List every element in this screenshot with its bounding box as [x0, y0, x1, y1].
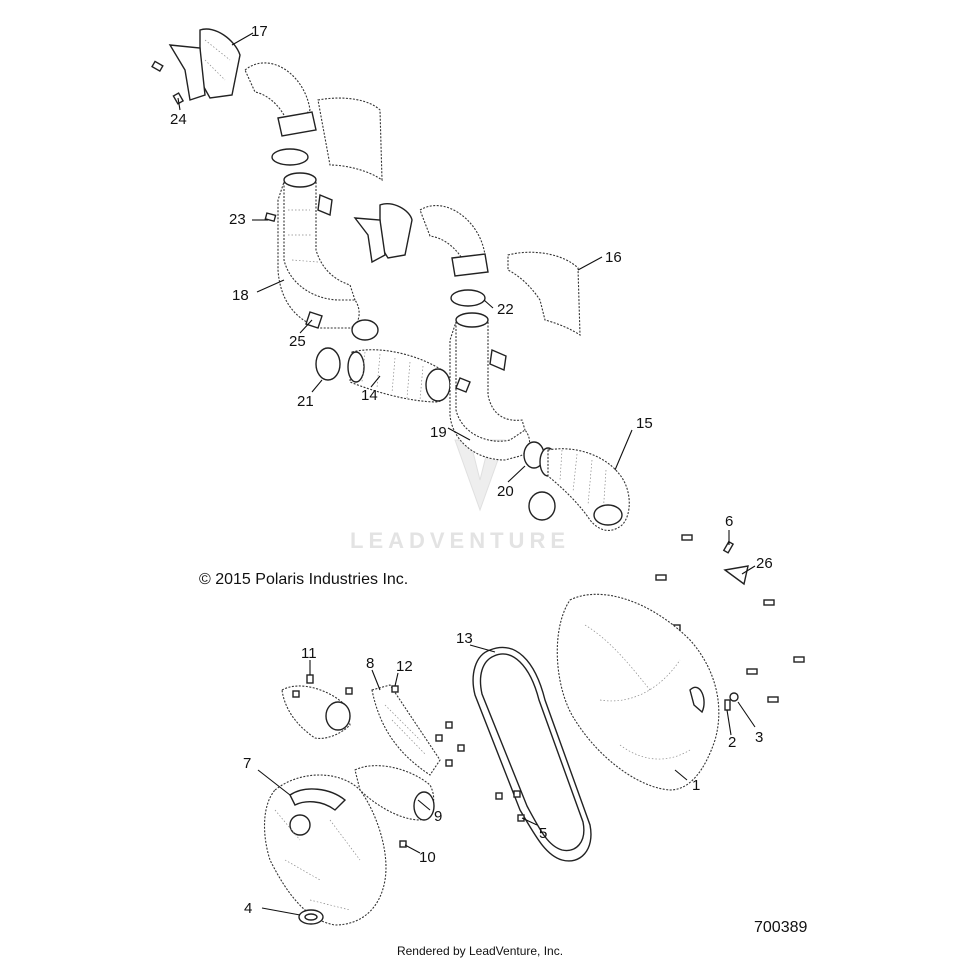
- part-2-pin: [724, 699, 731, 711]
- part-16-heat-shield: [507, 251, 581, 337]
- callout-7: 7: [243, 755, 251, 772]
- callout-1: 1: [692, 777, 700, 794]
- callout-22: 22: [497, 301, 514, 318]
- callout-11: 11: [301, 645, 317, 662]
- callout-10: 10: [419, 849, 436, 866]
- part-8-deflector: [371, 684, 441, 776]
- part-19-outlet-duct: [449, 312, 531, 461]
- callout-20: 20: [497, 483, 514, 500]
- part-23-screw: [264, 212, 277, 223]
- small-screws-cluster: [435, 721, 465, 767]
- part-duct-adapter: [281, 685, 353, 739]
- part-13-drive-belt: [472, 646, 592, 862]
- part-4-seal: [298, 909, 324, 925]
- part-24-screw: [151, 60, 185, 105]
- callout-6: 6: [725, 513, 733, 530]
- callout-12: 12: [396, 658, 413, 675]
- part-18-intake-duct: [277, 172, 360, 329]
- callout-23: 23: [229, 211, 246, 228]
- callout-19: 19: [430, 424, 447, 441]
- callout-18: 18: [232, 287, 249, 304]
- callout-labels: 1 2 3 4 5 6 7 8 9 10 11 12 13 14 15 16 1…: [170, 23, 773, 917]
- callout-24: 24: [170, 111, 187, 128]
- callout-17: 17: [251, 23, 268, 40]
- part-3-nut: [729, 692, 739, 702]
- callout-16: 16: [605, 249, 622, 266]
- copyright-notice: © 2015 Polaris Industries Inc.: [199, 571, 409, 588]
- callout-21: 21: [297, 393, 314, 410]
- part-upper-clamp: [271, 148, 309, 166]
- callout-15: 15: [636, 415, 653, 432]
- part-11-screw: [306, 674, 314, 684]
- diagram-number: 700389: [754, 919, 808, 936]
- part-9-intake-duct: [354, 765, 435, 821]
- part-15-duct-boot: [539, 447, 630, 531]
- part-22-clamp: [450, 289, 486, 307]
- callout-2: 2: [728, 734, 736, 751]
- callout-5: 5: [539, 825, 547, 842]
- part-1-outer-clutch-cover: [556, 593, 720, 791]
- callout-26: 26: [756, 555, 773, 572]
- callout-8: 8: [366, 655, 374, 672]
- leader-lines: [177, 32, 756, 916]
- part-17-duct-shield: [168, 28, 383, 182]
- part-21-clamp: [315, 319, 379, 381]
- part-14-intake-boot: [347, 349, 451, 403]
- callout-25: 25: [289, 333, 306, 350]
- watermark-text: LEADVENTURE: [350, 528, 570, 553]
- callout-13: 13: [456, 630, 473, 647]
- part-7-inner-clutch-cover: [263, 774, 387, 926]
- callout-3: 3: [755, 729, 763, 746]
- second-duct-shield: [353, 203, 489, 277]
- callout-4: 4: [244, 900, 252, 917]
- part-10-screw: [399, 840, 407, 848]
- rendered-by-footer: Rendered by LeadVenture, Inc.: [396, 944, 564, 958]
- part-12-screw: [391, 685, 399, 693]
- part-lower-clamp: [528, 491, 556, 521]
- callout-14: 14: [361, 387, 378, 404]
- part-5-screws: [495, 790, 525, 822]
- part-26-decal: [723, 565, 749, 586]
- part-25-tab: [305, 311, 323, 329]
- callout-9: 9: [434, 808, 442, 825]
